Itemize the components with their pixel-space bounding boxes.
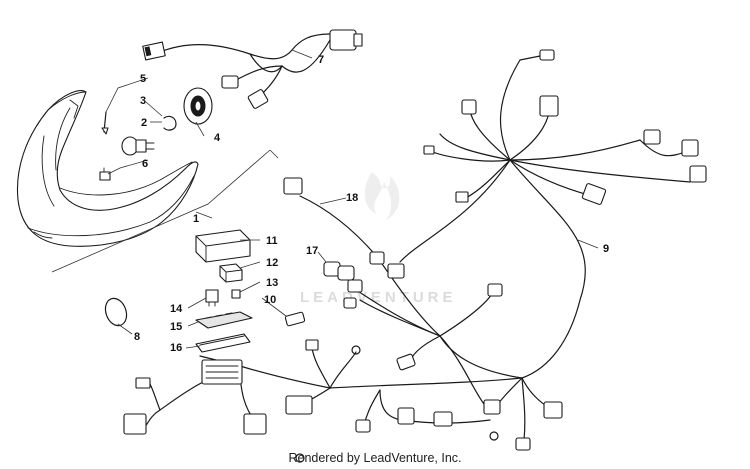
- watermark: LEADVENTURE: [300, 172, 457, 306]
- callout-11: 11: [266, 235, 278, 247]
- callout-15: 15: [170, 321, 182, 333]
- callout-10: 10: [264, 294, 276, 306]
- callout-2: 2: [141, 117, 147, 129]
- callout-3: 3: [140, 95, 146, 107]
- bulb-part: [121, 136, 155, 156]
- retainer-clip-part: [163, 115, 177, 131]
- headlight-harness: [142, 29, 363, 109]
- callout-17: 17: [306, 245, 318, 257]
- callout-7: 7: [318, 54, 324, 66]
- callout-8: 8: [134, 331, 140, 343]
- callout-12: 12: [266, 257, 278, 269]
- callouts: 1 2 3 4 5 6 7 8 9 10 11 12 13 14 15 16 1…: [105, 49, 609, 354]
- callout-16: 16: [170, 342, 182, 354]
- callout-5: 5: [140, 73, 146, 85]
- callout-18: 18: [346, 192, 358, 204]
- rendered-by-credit: Rendered by LeadVenture, Inc.: [288, 451, 462, 465]
- harness-connectors: [123, 49, 707, 463]
- position-lamp-part: [99, 167, 111, 181]
- fuse-box-cover: [195, 229, 251, 263]
- callout-1: 1: [193, 213, 199, 225]
- fuse-block-cover: [195, 311, 253, 329]
- headlight-assembly: [16, 90, 279, 273]
- callout-6: 6: [142, 158, 148, 170]
- callout-4: 4: [214, 132, 221, 144]
- fuse-part: [231, 289, 241, 299]
- relay-small: [219, 263, 243, 283]
- connector-17: [323, 261, 355, 281]
- fuse-holder-part: [284, 311, 306, 327]
- watermark-text: LEADVENTURE: [300, 289, 457, 306]
- relay-part: [205, 289, 219, 307]
- o-ring-part: [104, 297, 128, 327]
- screw-part: [101, 111, 109, 135]
- fuse-block-seal: [195, 333, 251, 353]
- callout-9: 9: [603, 243, 609, 255]
- dust-boot-part: [183, 87, 213, 125]
- callout-13: 13: [266, 277, 278, 289]
- callout-14: 14: [170, 303, 183, 315]
